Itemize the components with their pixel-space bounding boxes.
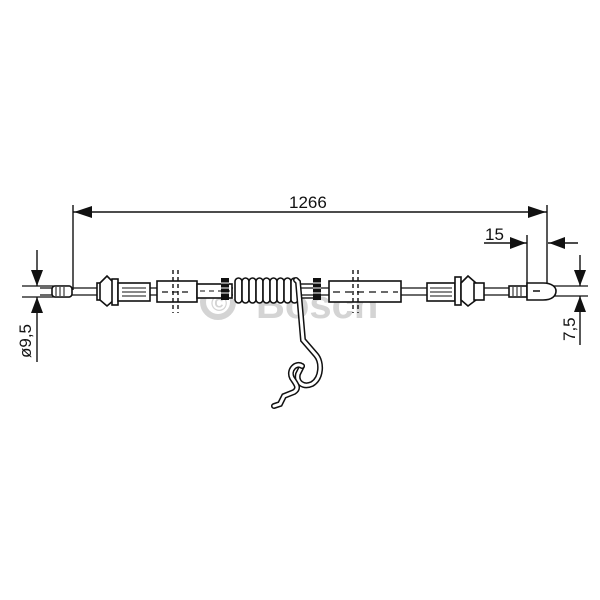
diameter-right-label: 7,5	[560, 317, 579, 341]
spring-collar-left	[221, 278, 229, 300]
arrowhead-icon	[574, 270, 586, 286]
right-clip-fitting	[426, 274, 485, 308]
left-clip-fitting	[96, 274, 151, 308]
diameter-left-label: ø9,5	[16, 324, 35, 358]
arrowhead-left-icon	[74, 206, 92, 218]
spring-hook-arm	[271, 277, 324, 409]
left-diameter-dimension: ø9,5	[16, 250, 70, 362]
arrowhead-icon	[31, 270, 43, 286]
arrowhead-icon	[510, 237, 526, 249]
right-end-nipple	[508, 282, 557, 301]
arrowhead-right-icon	[528, 206, 546, 218]
right-sheath-section	[328, 270, 402, 313]
right-diameter-dimension: 7,5	[550, 255, 588, 345]
offset-label: 15	[485, 225, 504, 244]
left-end-nipple	[51, 285, 73, 298]
arrowhead-icon	[574, 296, 586, 312]
length-label: 1266	[289, 193, 327, 212]
arrowhead-icon	[549, 237, 565, 249]
overall-length-dimension: 1266	[72, 193, 548, 290]
left-sheath-section	[156, 270, 198, 313]
spring-collar-right	[313, 278, 321, 300]
end-offset-dimension: 15	[484, 225, 578, 290]
arrowhead-icon	[31, 297, 43, 313]
return-spring	[233, 277, 313, 304]
